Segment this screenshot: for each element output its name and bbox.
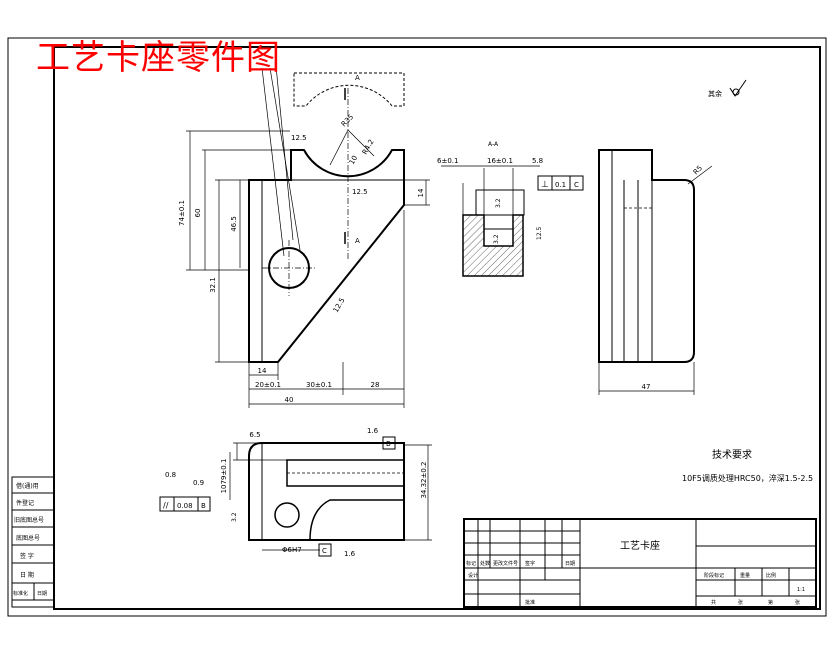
roughness-note-icon xyxy=(729,79,747,97)
title-block-col-weight: 重量 xyxy=(740,572,750,579)
datum-b-label: B xyxy=(386,440,391,448)
left-table-row-6: 日 期 xyxy=(20,571,34,579)
bottom-dim-1079: 1079±0.1 xyxy=(220,459,228,494)
tech-req-heading: 技术要求 xyxy=(712,448,752,461)
section-marker-top: A xyxy=(355,74,360,82)
front-dim-40: 40 xyxy=(285,396,294,404)
left-table-row-2: 件登记 xyxy=(16,499,34,507)
left-table-row-1: 借(通)用 xyxy=(16,482,39,490)
drawing-title: 工艺卡座零件图 xyxy=(36,38,281,78)
parallelism-datum: B xyxy=(201,502,206,510)
side-dim-47: 47 xyxy=(642,383,651,391)
parallelism-symbol: // xyxy=(163,501,169,510)
rev-header-mark: 标记 xyxy=(466,560,476,567)
front-dim-32-1: 32.1 xyxy=(209,277,217,293)
bottom-roughness-bottom: 1.6 xyxy=(344,550,356,558)
front-radius-10: 10 xyxy=(348,154,359,166)
rev-header-doc: 更改文件号 xyxy=(493,560,518,567)
section-dim-6: 6±0.1 xyxy=(437,157,458,165)
left-table xyxy=(11,476,55,608)
left-table-row-4: 底图总号 xyxy=(16,534,40,542)
front-roughness-c: 12.5 xyxy=(332,296,347,314)
left-table-row-3: 旧底图总号 xyxy=(14,516,44,524)
parallelism-value: 0.08 xyxy=(177,502,193,510)
roughness-note: 其余 xyxy=(708,89,722,98)
datum-b-box xyxy=(382,436,396,450)
bottom-dim-0-8: 0.8 xyxy=(165,471,176,479)
datum-c-box xyxy=(318,543,332,557)
front-dim-28: 28 xyxy=(371,381,380,389)
side-radius: R5 xyxy=(692,164,704,176)
bottom-dim-hole: Φ6H7 xyxy=(282,546,302,554)
front-roughness-b: 12.5 xyxy=(352,188,368,196)
outer-border xyxy=(7,37,827,617)
section-label: A-A xyxy=(488,141,499,148)
rev-header-sign: 签字 xyxy=(525,560,535,567)
front-dim-20: 20±0.1 xyxy=(255,381,281,389)
section-dim-16: 16±0.1 xyxy=(487,157,513,165)
section-view xyxy=(441,165,540,277)
datum-c-label: C xyxy=(322,547,327,555)
title-block-scale-value: 1:1 xyxy=(797,587,805,593)
bottom-dim-0-9: 0.9 xyxy=(193,479,204,487)
section-dim-5-8: 5.8 xyxy=(532,157,543,165)
title-block-sheets-unit-1: 张 xyxy=(738,599,743,606)
bottom-roughness-1-6: 1.6 xyxy=(367,427,379,435)
front-radius-r: R4.2 xyxy=(361,138,376,156)
front-dim-14-bottom: 14 xyxy=(258,367,267,375)
front-dim-46-5: 46.5 xyxy=(230,216,238,232)
perpendicularity-datum: C xyxy=(574,181,579,189)
bottom-dim-6-5: 6.5 xyxy=(249,431,260,439)
bottom-dim-34-32: 34.32±0.2 xyxy=(420,461,428,498)
title-block-part-name: 工艺卡座 xyxy=(620,539,660,552)
front-view xyxy=(186,65,430,408)
section-marker-bottom: A xyxy=(355,237,360,245)
rev-header-date: 日期 xyxy=(565,561,575,567)
title-block-approved: 批准 xyxy=(525,599,535,606)
section-roughness-a: 3.2 xyxy=(495,198,502,208)
perpendicularity-frame xyxy=(537,175,584,191)
section-roughness-c: 12.5 xyxy=(536,226,543,240)
front-dim-14-right: 14 xyxy=(417,188,425,197)
section-roughness-b: 3.2 xyxy=(493,234,500,244)
inner-frame xyxy=(53,46,821,610)
front-dim-74: 74±0.1 xyxy=(178,200,186,226)
title-block-sheets-total: 共 xyxy=(711,599,716,606)
front-roughness-a: 12.5 xyxy=(291,134,307,142)
bottom-view xyxy=(229,442,432,551)
title-block-design: 设计 xyxy=(468,572,478,579)
front-dim-60: 60 xyxy=(194,209,202,218)
bottom-roughness-3-2: 3.2 xyxy=(231,512,238,522)
title-block-col-stage: 阶段标记 xyxy=(704,572,724,579)
left-table-date: 日期 xyxy=(37,591,47,597)
front-radius-35: R35 xyxy=(340,113,355,128)
side-view xyxy=(598,149,713,395)
title-block-sheets-index: 第 xyxy=(768,599,773,606)
title-block-sheets-unit-2: 张 xyxy=(795,599,800,606)
title-block xyxy=(463,518,817,608)
tech-req-line-1: 10F5调质处理HRC50，淬深1.5-2.5 xyxy=(682,473,813,483)
left-table-standard: 标准化 xyxy=(13,590,28,597)
left-table-row-5: 签 字 xyxy=(20,552,34,560)
perpendicularity-value: 0.1 xyxy=(555,181,566,189)
title-block-col-scale: 比例 xyxy=(766,572,776,579)
rev-header-count: 处数 xyxy=(480,560,490,567)
perpendicularity-symbol: ⊥ xyxy=(541,180,549,190)
parallelism-frame xyxy=(159,496,211,512)
front-dim-30: 30±0.1 xyxy=(306,381,332,389)
